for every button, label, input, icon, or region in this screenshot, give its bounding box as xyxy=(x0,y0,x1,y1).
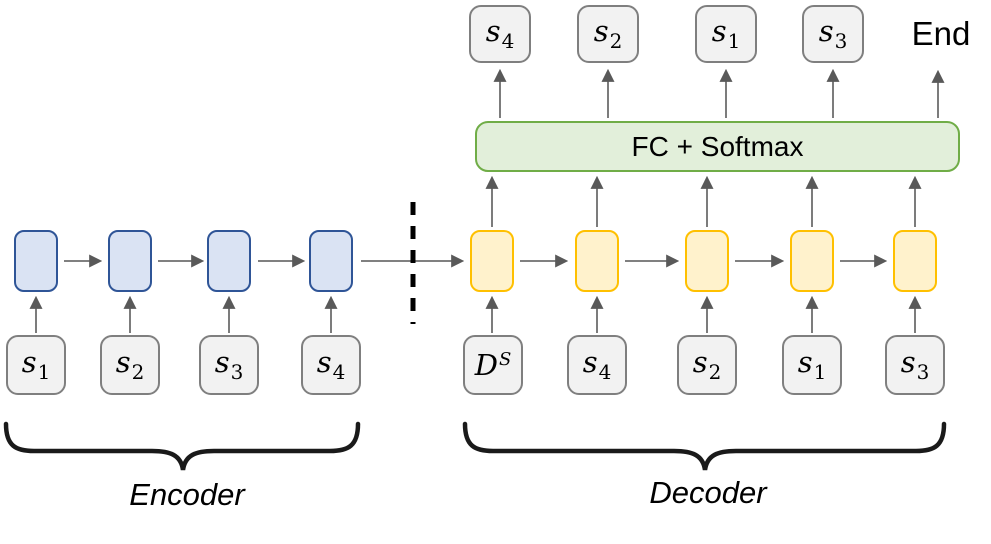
label-base: s xyxy=(582,345,598,379)
label-base: s xyxy=(711,14,727,48)
label-base: s xyxy=(21,345,37,379)
label-base: s xyxy=(818,14,834,48)
end-label: End xyxy=(911,15,971,52)
label-sup: S xyxy=(498,348,512,370)
label-base: s xyxy=(214,345,230,379)
label-sub: 2 xyxy=(131,360,145,384)
decoder-input-box-s4: s4 xyxy=(567,335,627,395)
decoder-rnn-cell-5 xyxy=(893,230,937,292)
input-label: s4 xyxy=(316,345,346,384)
decoder-to-fc-arrows xyxy=(485,175,922,227)
decoder-section-label: Decoder xyxy=(649,475,767,510)
output-box-s4: s4 xyxy=(469,5,531,63)
encoder-input-box-s4: s4 xyxy=(301,335,361,395)
input-label: DS xyxy=(474,347,512,382)
label-sub: 3 xyxy=(230,360,244,384)
label-base: s xyxy=(115,345,131,379)
decoder-input-box-s3: s3 xyxy=(885,335,945,395)
decoder-input-box-s2: s2 xyxy=(677,335,737,395)
encoder-brace xyxy=(3,421,361,471)
input-label: s3 xyxy=(900,345,930,384)
decoder-rnn-cell-3 xyxy=(685,230,729,292)
output-label: s4 xyxy=(485,14,515,53)
output-label: s1 xyxy=(711,14,741,53)
label-sub: 4 xyxy=(598,360,612,384)
input-label: s1 xyxy=(21,345,51,384)
label-sub: 1 xyxy=(813,360,827,384)
label-base: s xyxy=(485,14,501,48)
label-sub: 4 xyxy=(332,360,346,384)
encoder-input-box-s1: s1 xyxy=(6,335,66,395)
label-base: s xyxy=(593,14,609,48)
decoder-rnn-cell-2 xyxy=(575,230,619,292)
decoder-brace xyxy=(462,421,947,471)
fc-softmax-label: FC + Softmax xyxy=(631,130,804,162)
input-label: s2 xyxy=(692,345,722,384)
label-base: s xyxy=(316,345,332,379)
encoder-section-label: Encoder xyxy=(129,477,245,512)
decoder-input-arrows xyxy=(485,295,922,333)
fc-softmax-box: FC + Softmax xyxy=(475,121,960,172)
label-base: s xyxy=(797,345,813,379)
output-box-s1: s1 xyxy=(695,5,757,63)
output-label: s2 xyxy=(593,14,623,53)
label-sub: 2 xyxy=(708,360,722,384)
encoder-input-arrows xyxy=(29,295,338,333)
encoder-input-box-s3: s3 xyxy=(199,335,259,395)
label-base: s xyxy=(900,345,916,379)
label-base: s xyxy=(692,345,708,379)
label-sub: 1 xyxy=(37,360,51,384)
label-sub: 3 xyxy=(916,360,930,384)
input-label: s4 xyxy=(582,345,612,384)
encoder-rnn-cell-2 xyxy=(108,230,152,292)
encoder-input-box-s2: s2 xyxy=(100,335,160,395)
label-sub: 1 xyxy=(727,29,741,53)
encoder-rnn-cell-4 xyxy=(309,230,353,292)
output-box-s2: s2 xyxy=(577,5,639,63)
label-base: D xyxy=(474,347,498,382)
decoder-rnn-cell-1 xyxy=(470,230,514,292)
encoder-rnn-cell-3 xyxy=(207,230,251,292)
input-label: s3 xyxy=(214,345,244,384)
output-box-s3: s3 xyxy=(802,5,864,63)
label-sub: 2 xyxy=(609,29,623,53)
decoder-input-box-s1: s1 xyxy=(782,335,842,395)
label-sub: 4 xyxy=(501,29,515,53)
encoder-rnn-cell-1 xyxy=(14,230,58,292)
decoder-rnn-cell-4 xyxy=(790,230,834,292)
input-label: s1 xyxy=(797,345,827,384)
fc-to-output-arrows xyxy=(493,68,945,118)
input-label: s2 xyxy=(115,345,145,384)
decoder-input-box-ds: DS xyxy=(463,335,523,395)
output-label: s3 xyxy=(818,14,848,53)
label-sub: 3 xyxy=(834,29,848,53)
